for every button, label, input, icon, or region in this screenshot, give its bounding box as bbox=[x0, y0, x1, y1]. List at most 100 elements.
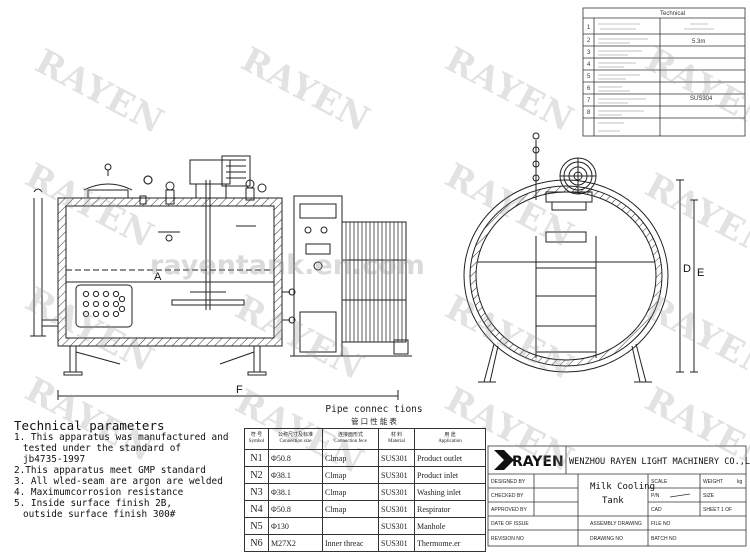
col-header-en: Application bbox=[438, 439, 462, 444]
cell-material: SUS301 bbox=[378, 449, 415, 467]
spec-row-number: 6 bbox=[587, 86, 591, 92]
col-header-en: Connection size bbox=[279, 439, 312, 444]
table-row: N2 Φ38.1 Clmap SUS301 Product inlet bbox=[244, 466, 486, 484]
scale-label: SCALE bbox=[651, 479, 668, 485]
sheet-label: SHEET 1 OF bbox=[703, 507, 732, 513]
cell-application: Manhole bbox=[414, 517, 486, 535]
cell-size: M27X2 bbox=[268, 534, 323, 552]
table-row: N5 Φ130 SUS301 Manhole bbox=[244, 517, 486, 535]
cell-material: SUS301 bbox=[378, 483, 415, 501]
cell-material: SUS301 bbox=[378, 534, 415, 552]
dim-f-label: F bbox=[236, 384, 243, 396]
spec-value-volume: 5.3m bbox=[692, 39, 705, 45]
title-brand: RAYEN bbox=[512, 454, 564, 470]
cell-size: Φ50.8 bbox=[268, 449, 323, 467]
dim-a-label: A bbox=[154, 271, 162, 283]
cell-material: SUS301 bbox=[378, 517, 415, 535]
cell-size: Φ38.1 bbox=[268, 483, 323, 501]
cell-face: Inner threac bbox=[322, 534, 379, 552]
batch-no-label: BATCH NO bbox=[651, 536, 677, 542]
spec-row-numbers: 1 2 3 4 5 6 7 8 bbox=[587, 25, 591, 116]
tech-line: 1. This apparatus was manufactured and bbox=[14, 432, 229, 443]
col-header-cn: 用 途 bbox=[444, 433, 456, 438]
cell-symbol: N3 bbox=[244, 483, 269, 501]
spec-table-header: Technical bbox=[660, 11, 685, 17]
cell-application: Product inlet bbox=[414, 466, 486, 484]
cell-application: Thermome.er bbox=[414, 534, 486, 552]
file-no-label: FILE NO bbox=[651, 521, 671, 527]
cell-material: SUS301 bbox=[378, 500, 415, 518]
cell-face: Clmap bbox=[322, 483, 379, 501]
spec-row-number: 5 bbox=[587, 74, 591, 80]
cell-size: Φ130 bbox=[268, 517, 323, 535]
evaporator-plate bbox=[75, 284, 133, 328]
control-box bbox=[293, 195, 343, 357]
title-product: Milk Cooling bbox=[590, 482, 655, 492]
col-header-cn: 符 号 bbox=[250, 433, 263, 438]
cell-application: Respirator bbox=[414, 500, 486, 518]
spec-row-number: 2 bbox=[587, 38, 591, 44]
designed-by-label: DESIGNED BY bbox=[491, 479, 526, 485]
tech-line: 4. Maximumcorrosion resistance bbox=[14, 487, 184, 498]
weight-label: WEIGHT bbox=[703, 479, 723, 485]
col-header-cn: 公称尺寸及标准 bbox=[277, 433, 313, 438]
drawing-no-label: DRAWING NO bbox=[590, 536, 623, 542]
rayen-logo-mark bbox=[494, 450, 514, 470]
col-header-en: Symbol bbox=[248, 439, 265, 444]
cell-application: Washing inlet bbox=[414, 483, 486, 501]
tank-shell-inner bbox=[65, 205, 275, 339]
table-row: N6 M27X2 Inner threac SUS301 Thermome.er bbox=[244, 534, 486, 552]
technical-parameters: Technical parameters 1. This apparatus w… bbox=[14, 418, 239, 520]
pipe-table-title: Pipe connec tions bbox=[325, 404, 423, 415]
oval-shell-inner bbox=[475, 191, 657, 361]
side-view bbox=[30, 155, 412, 400]
title-company: WENZHOU RAYEN LIGHT MACHINERY CO.,LTD bbox=[569, 457, 750, 467]
spec-row-number: 4 bbox=[587, 62, 591, 68]
pipe-table-subtitle: 管 口 性 能 表 bbox=[351, 417, 397, 426]
weight-unit: kg bbox=[737, 479, 743, 485]
tech-line: 5. Inside surface finish 2B, bbox=[14, 498, 173, 509]
cell-face: Clmap bbox=[322, 466, 379, 484]
tech-line: tested under the standard of bbox=[23, 443, 182, 454]
dim-d-label: D bbox=[683, 263, 691, 275]
cell-application: Product outlet bbox=[414, 449, 486, 467]
table-row: N4 Φ50.8 Clmap SUS301 Respirator bbox=[244, 500, 486, 518]
spec-row-number: 8 bbox=[587, 110, 591, 116]
cell-size: Φ50.8 bbox=[268, 500, 323, 518]
spec-row-number: 1 bbox=[587, 25, 591, 31]
end-view bbox=[463, 132, 698, 383]
title-block bbox=[487, 445, 747, 547]
technical-parameters-title: Technical parameters bbox=[14, 418, 165, 433]
cell-face bbox=[322, 517, 379, 535]
cell-symbol: N2 bbox=[244, 466, 269, 484]
spec-table bbox=[582, 7, 746, 137]
dim-e-label: E bbox=[697, 267, 704, 279]
spec-row-number: 3 bbox=[587, 50, 591, 56]
condenser-unit bbox=[341, 221, 407, 343]
cell-material: SUS301 bbox=[378, 466, 415, 484]
pn-label: P/N bbox=[651, 493, 660, 499]
cell-size: Φ38.1 bbox=[268, 466, 323, 484]
col-header-cn: 材 料 bbox=[390, 433, 403, 438]
cell-face: Clmap bbox=[322, 500, 379, 518]
spec-value-material: SUS304 bbox=[690, 96, 713, 102]
oval-shell-outer bbox=[463, 179, 669, 373]
cell-symbol: N6 bbox=[244, 534, 269, 552]
checked-by-label: CHECKED BY bbox=[491, 493, 524, 499]
col-header-en: Connection fece bbox=[334, 439, 367, 444]
spec-row-number: 7 bbox=[587, 98, 591, 104]
tech-line: jb4735-1997 bbox=[23, 454, 86, 465]
cell-face: Clmap bbox=[322, 449, 379, 467]
tech-line: 3. All wled-seam are argon are welded bbox=[14, 476, 223, 487]
col-header-en: Material bbox=[388, 439, 405, 444]
col-header-cn: 连接面形式 bbox=[337, 433, 363, 438]
revision-no-label: REVISION NO bbox=[491, 536, 524, 542]
cell-symbol: N1 bbox=[244, 449, 269, 467]
